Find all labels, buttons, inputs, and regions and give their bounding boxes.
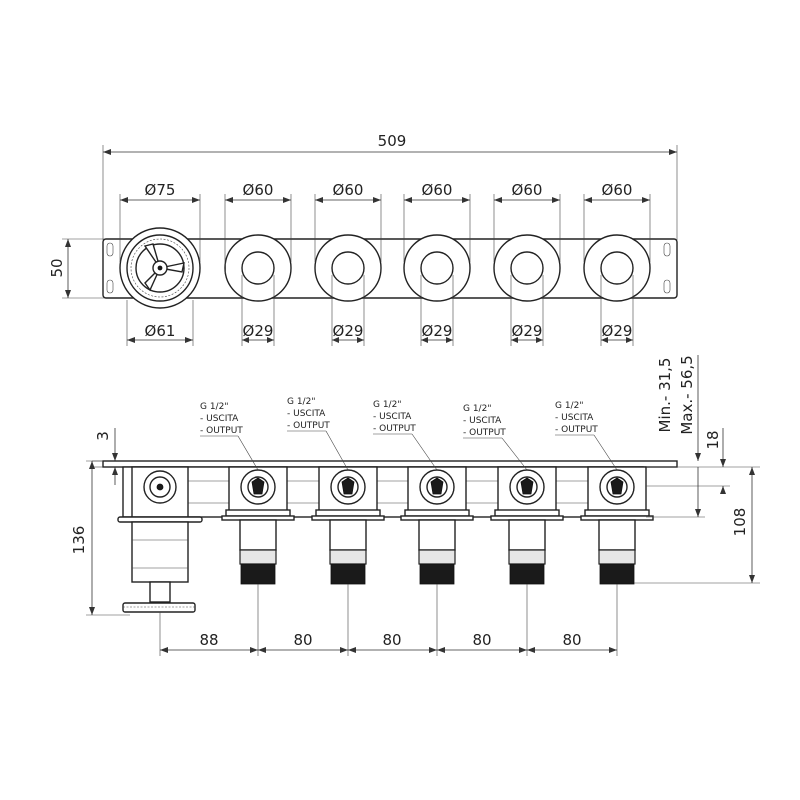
svg-text:- OUTPUT: - OUTPUT [555,425,598,435]
height-label: 50 [48,258,66,277]
spacing-label-1: 88 [199,631,218,649]
svg-text:G 1/2": G 1/2" [200,402,228,412]
svg-text:- OUTPUT: - OUTPUT [200,426,243,436]
svg-text:- USCITA: - USCITA [555,413,594,423]
valve-bezel-2 [314,234,382,302]
valve-bezel-4 [493,234,561,302]
outlet-label-4: G 1/2" - USCITA - OUTPUT [463,404,528,471]
depth-min-label: Min.- 31,5 [656,358,674,433]
valve-bezel-1 [224,234,292,302]
spacing-label-4: 80 [472,631,491,649]
side-valve-2 [311,466,385,585]
svg-text:Ø60: Ø60 [512,181,543,199]
valve-bezel-5 [583,234,651,302]
svg-text:G 1/2": G 1/2" [463,404,491,414]
diverter-body [117,466,203,613]
side-valve-3 [400,466,474,585]
svg-text:Ø60: Ø60 [243,181,274,199]
svg-text:- OUTPUT: - OUTPUT [373,424,416,434]
depth-right-label: 108 [731,508,749,537]
offset-label: 18 [704,430,722,449]
svg-text:Ø29: Ø29 [602,322,633,340]
plate-thickness-label: 3 [94,431,112,441]
spacing-label-2: 80 [293,631,312,649]
svg-text:- USCITA: - USCITA [463,416,502,426]
svg-text:- USCITA: - USCITA [373,412,412,422]
svg-text:Ø60: Ø60 [333,181,364,199]
valve-bezel-3 [403,234,471,302]
depth-max-label: Max.- 56,5 [678,355,696,434]
svg-text:Ø60: Ø60 [602,181,633,199]
inner-dimensions: Ø29 Ø29 Ø29 Ø29 Ø29 [241,275,634,346]
manifold-body [122,466,644,518]
diverter-inner-diameter: Ø61 [145,322,176,340]
svg-text:Ø60: Ø60 [422,181,453,199]
svg-text:G 1/2": G 1/2" [287,397,315,407]
svg-text:Ø29: Ø29 [512,322,543,340]
svg-text:Ø29: Ø29 [422,322,453,340]
outlet-label-2: G 1/2" - USCITA - OUTPUT [287,397,349,471]
spacing-label-5: 80 [562,631,581,649]
side-mounting-plate [102,460,678,468]
svg-text:Ø29: Ø29 [333,322,364,340]
svg-text:- OUTPUT: - OUTPUT [463,428,506,438]
side-valve-1 [221,466,295,585]
side-view: G 1/2" - USCITA - OUTPUT G 1/2" - USCITA… [70,355,760,656]
outlet-label-1: G 1/2" - USCITA - OUTPUT [200,402,259,471]
side-valve-5 [580,466,654,585]
bezel-dimensions: Ø60 Ø60 Ø60 Ø60 Ø60 [224,181,651,262]
svg-text:G 1/2": G 1/2" [555,401,583,411]
svg-text:- USCITA: - USCITA [200,414,239,424]
svg-text:Ø29: Ø29 [243,322,274,340]
top-view: 509 50 Ø75 [48,132,678,346]
overall-width-label: 509 [378,132,407,150]
outlet-label-3: G 1/2" - USCITA - OUTPUT [373,400,438,471]
depth-total-label: 136 [70,526,88,555]
spacing-label-3: 80 [382,631,401,649]
side-valve-4 [490,466,564,585]
svg-text:G 1/2": G 1/2" [373,400,401,410]
outlet-label-5: G 1/2" - USCITA - OUTPUT [555,401,618,471]
svg-text:- OUTPUT: - OUTPUT [287,421,330,431]
svg-text:- USCITA: - USCITA [287,409,326,419]
diverter-bezel-diameter: Ø75 [145,181,176,199]
diverter-handle-icon [143,243,185,292]
